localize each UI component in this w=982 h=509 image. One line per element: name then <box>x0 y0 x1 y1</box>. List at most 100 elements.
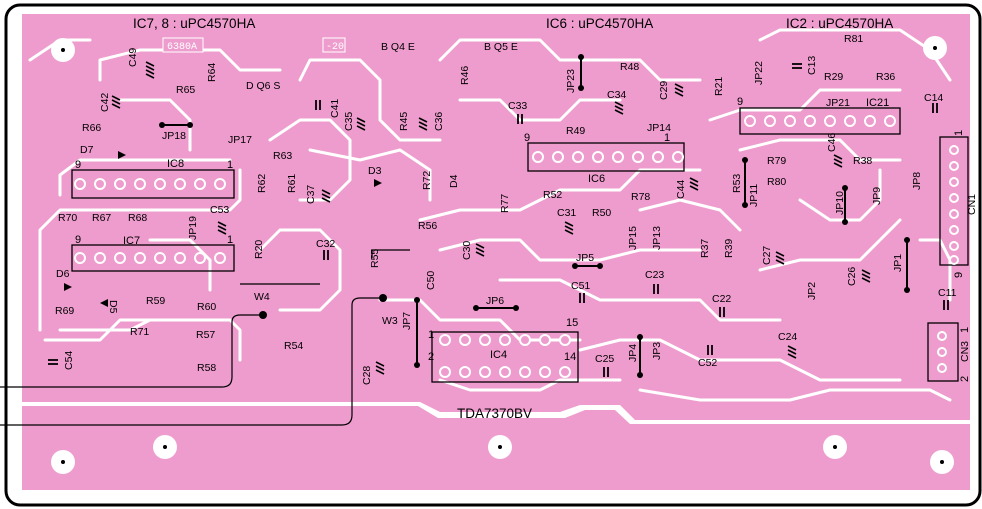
r37-label: R37 <box>699 239 711 258</box>
c22-label: C22 <box>712 293 731 305</box>
jp17-label: JP17 <box>228 134 252 146</box>
r77-label: R77 <box>499 194 511 213</box>
r81-label: R81 <box>844 33 863 45</box>
d6-label: D6 <box>56 268 70 280</box>
c24-label: C24 <box>778 331 797 343</box>
track-layer <box>28 28 952 402</box>
c44-label: C44 <box>675 180 687 199</box>
r36-label: R36 <box>876 71 895 83</box>
mounting-holes <box>51 36 954 474</box>
ic6-label: IC6 <box>588 173 605 185</box>
r70-label: R70 <box>58 212 77 224</box>
c29-label: C29 <box>658 81 670 100</box>
copper-pour <box>22 14 970 490</box>
c28-label: C28 <box>361 366 373 385</box>
r60-label: R60 <box>197 301 216 313</box>
r71-label: R71 <box>130 326 149 338</box>
r79-label: R79 <box>767 155 786 167</box>
pin-ic4-1: 1 <box>428 329 434 341</box>
ic21-label: IC21 <box>866 97 889 109</box>
chip-tda7370: TDA7370BV <box>457 406 532 421</box>
jp18-label: JP18 <box>162 130 186 142</box>
cap-plates <box>48 63 949 377</box>
r65-label: R65 <box>176 84 195 96</box>
cap-symbols <box>111 61 871 375</box>
jp21-label: JP21 <box>826 97 850 109</box>
c53-label: C53 <box>210 204 229 216</box>
r69-label: R69 <box>55 305 74 317</box>
header-ic78: IC7, 8 : uPC4570HA <box>133 16 255 31</box>
c42-label: C42 <box>99 93 111 112</box>
c54-label: C54 <box>63 351 75 370</box>
r64-label: R64 <box>206 63 218 82</box>
c27-label: C27 <box>761 246 773 265</box>
q6-label: D Q6 S <box>246 80 280 92</box>
c26-label: C26 <box>846 267 858 286</box>
cn1-label: CN1 <box>966 194 978 215</box>
c34-label: C34 <box>607 89 626 101</box>
ic8-label: IC8 <box>167 158 184 170</box>
r57-label: R57 <box>196 329 215 341</box>
stamp-code: 6380A <box>167 42 197 53</box>
r56-label: R56 <box>418 220 437 232</box>
r63-label: R63 <box>273 150 292 162</box>
r55-label: R55 <box>369 249 381 268</box>
c33-label: C33 <box>508 100 527 112</box>
jp6-label: JP6 <box>486 295 504 307</box>
header-ic6: IC6 : uPC4570HA <box>546 16 653 31</box>
r78-label: R78 <box>631 191 650 203</box>
r50-label: R50 <box>592 207 611 219</box>
c32-label: C32 <box>316 238 335 250</box>
jp23-label: JP23 <box>565 69 577 93</box>
jp15-label: JP15 <box>627 226 639 250</box>
jp4-label: JP4 <box>627 344 639 362</box>
c52-label: C52 <box>698 357 717 369</box>
lower-channel <box>22 402 970 424</box>
jp11-label: JP11 <box>748 184 760 207</box>
d5-label: D5 <box>107 300 119 314</box>
r52-label: R52 <box>543 189 562 201</box>
pin-cn1-1: 1 <box>953 130 965 136</box>
jp3-label: JP3 <box>651 342 663 360</box>
r80-label: R80 <box>767 176 786 188</box>
w3-label: W3 <box>382 315 398 327</box>
jumper-labels: JP18 JP17 JP19 JP23 JP14 JP15 JP13 JP5 J… <box>162 61 923 362</box>
stamp-rev-box <box>322 37 346 53</box>
c51-label: C51 <box>571 280 590 292</box>
pin-ic4-14: 14 <box>564 351 576 363</box>
diode-symbols <box>64 151 382 307</box>
pin-ic4-2: 2 <box>428 351 434 363</box>
stamp-rev: -20 <box>326 42 344 53</box>
c14-label: C14 <box>924 92 943 104</box>
c35-label: C35 <box>343 112 355 131</box>
r68-label: R68 <box>128 212 147 224</box>
c13-label: C13 <box>806 56 818 75</box>
pin-ic7-1: 1 <box>227 234 233 246</box>
resistor-labels: R64 R65 R66 R63 R62 R61 R70 R67 R68 R20 … <box>55 33 895 374</box>
w3-pad <box>379 294 387 302</box>
diode-labels: D7 D3 D4 D5 D6 <box>56 144 460 314</box>
jp14-label: JP14 <box>647 122 671 134</box>
jp13-label: JP13 <box>651 226 663 250</box>
header-ic2: IC2 : uPC4570HA <box>786 16 893 31</box>
r48-label: R48 <box>620 61 639 73</box>
pin-ic6-9: 9 <box>524 132 530 144</box>
ic7-label: IC7 <box>123 235 140 247</box>
r72-label: R72 <box>421 171 433 190</box>
r46-label: R46 <box>459 66 471 85</box>
pin-cn3-1: 1 <box>959 327 971 333</box>
r66-label: R66 <box>82 122 101 134</box>
r49-label: R49 <box>566 125 585 137</box>
pin-ic4-15: 15 <box>566 317 578 329</box>
jp9-label: JP9 <box>871 187 883 205</box>
c41-label: C41 <box>329 99 341 118</box>
r54-label: R54 <box>284 340 303 352</box>
q5-label: B Q5 E <box>484 41 518 53</box>
r39-label: R39 <box>723 239 735 258</box>
jumper-bars <box>162 57 908 375</box>
jp19-label: JP19 <box>187 216 199 240</box>
c25-label: C25 <box>595 353 614 365</box>
cn3-label: CN3 <box>959 341 971 362</box>
q4-label: B Q4 E <box>381 41 415 53</box>
